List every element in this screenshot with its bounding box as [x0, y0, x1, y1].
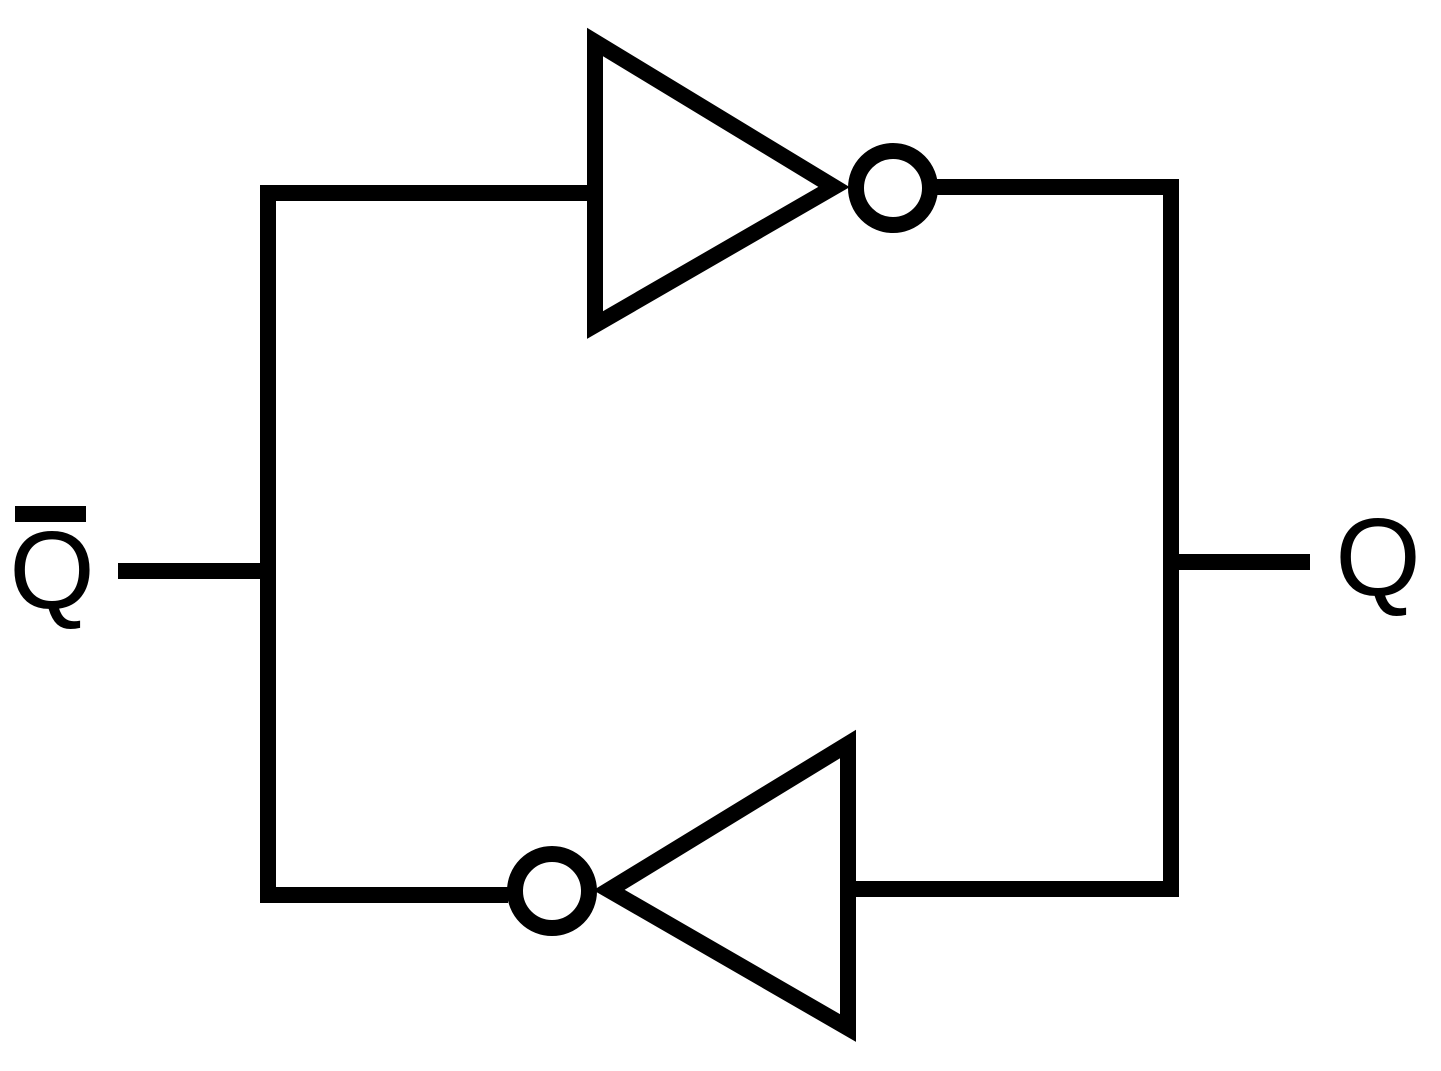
- bottom-inverter-triangle: [593, 729, 856, 1042]
- q-label: Q: [1335, 496, 1421, 619]
- top-inverter-triangle: [587, 27, 850, 339]
- bottom-inverter-bubble: [507, 846, 597, 936]
- q-bar-label: Q: [9, 509, 95, 632]
- top-inverter-bubble: [848, 143, 938, 233]
- left-loop-wire: [260, 185, 588, 903]
- right-loop-wire: [851, 179, 1179, 897]
